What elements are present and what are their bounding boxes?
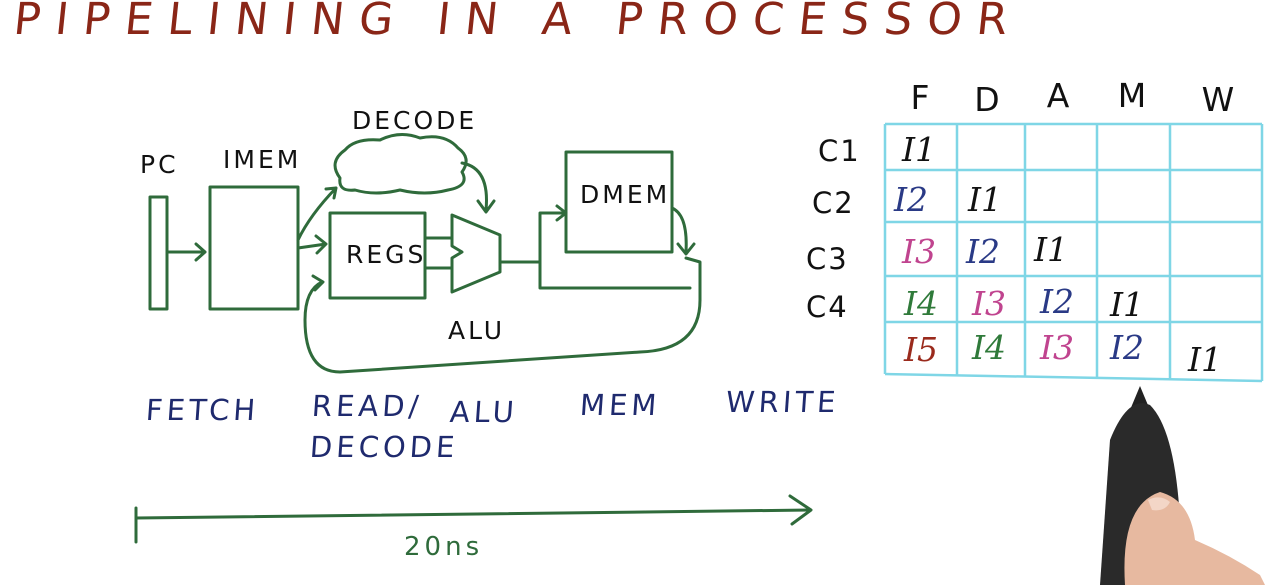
imem-to-regs-arrow [296, 234, 328, 255]
cycle-label: C3 [806, 242, 849, 276]
dmem-input-arrow [538, 204, 568, 264]
dmem-output-arrow [670, 206, 696, 256]
table-cell: I2 [1039, 282, 1075, 321]
decode-to-alu-arrow [460, 161, 496, 214]
timeline-label: 20ns [404, 532, 484, 562]
stage-read: READ/ [310, 389, 424, 423]
alu-label: ALU [448, 316, 506, 345]
pc-label: PC [140, 150, 179, 179]
cycle-label: C2 [812, 186, 855, 220]
table-cell: I1 [1187, 340, 1223, 379]
column-header-decode: D [974, 80, 1000, 119]
imem-to-decode-arrow [296, 186, 338, 242]
table-cell: I1 [1033, 230, 1069, 269]
table-cell: I4 [971, 328, 1007, 367]
alu-shape [450, 213, 502, 294]
decode-cloud [333, 133, 468, 195]
table-cell: I2 [965, 232, 1001, 271]
column-header-mem: M [1117, 76, 1147, 115]
timeline-line [134, 508, 812, 520]
stage-write: WRITE [724, 385, 841, 419]
dmem-block [564, 150, 674, 254]
write-mux [684, 256, 702, 302]
hand [1124, 492, 1265, 585]
pc-to-imem-arrow [165, 242, 207, 262]
table-cell: I1 [901, 130, 937, 169]
table-cell: I5 [903, 330, 939, 369]
imem-block [208, 185, 300, 311]
table-cell: I1 [967, 180, 1003, 219]
pen-with-hand [1100, 386, 1265, 585]
column-header-fetch: F [910, 78, 930, 117]
pc-block [148, 195, 169, 311]
timeline-arrowhead [788, 494, 813, 526]
cycle-label: C4 [806, 290, 849, 324]
cycle-label: C1 [818, 134, 861, 168]
table-cell: I3 [1039, 328, 1075, 367]
stage-alu: ALU [448, 395, 519, 429]
regs-block [328, 211, 427, 300]
table-cell: I2 [893, 180, 929, 219]
decode-label: DECODE [352, 106, 478, 135]
dmem-label: DMEM [580, 180, 671, 209]
stage-decode: DECODE [308, 430, 460, 464]
pipeline-table-grid [883, 122, 1264, 383]
writeback-loop [303, 274, 702, 374]
column-header-write: W [1201, 80, 1235, 119]
table-cell: I1 [1109, 285, 1145, 324]
imem-label: IMEM [223, 145, 302, 174]
table-hline [884, 372, 1263, 383]
regs-label: REGS [346, 240, 427, 269]
stage-fetch: FETCH [144, 393, 261, 427]
column-header-alu: A [1046, 76, 1070, 115]
stage-mem: MEM [578, 388, 662, 422]
table-cell: I4 [903, 284, 939, 323]
table-cell: I3 [971, 284, 1007, 323]
table-cell: I2 [1109, 328, 1145, 367]
table-cell: I3 [901, 232, 937, 271]
dmem-bypass-line [538, 260, 692, 290]
fingernail [1148, 497, 1170, 511]
